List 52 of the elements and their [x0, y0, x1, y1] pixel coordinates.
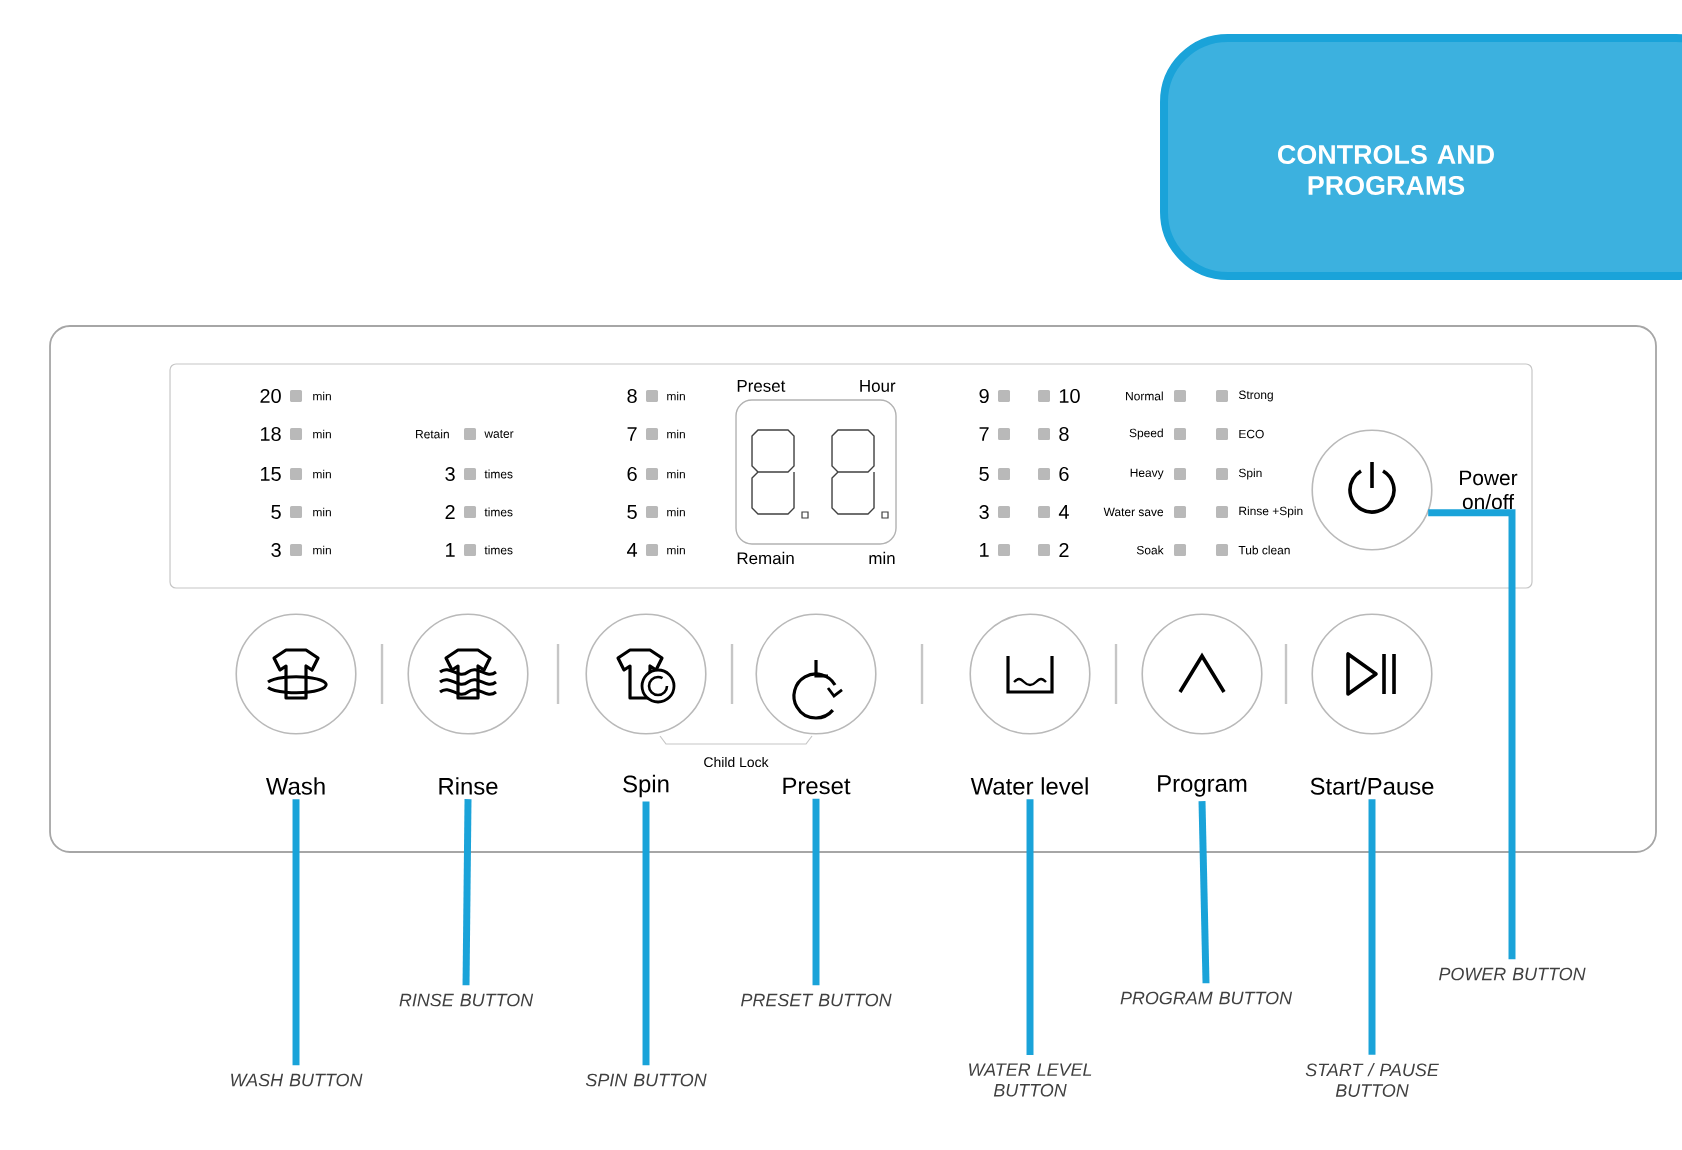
panel-label: 20 — [260, 388, 281, 404]
title-badge: CONTROLS AND PROGRAMS — [1160, 34, 1682, 280]
panel-label: 15 — [261, 467, 281, 481]
panel-label: 1 — [980, 543, 989, 557]
callout-text: SPIN BUTTON — [585, 1073, 707, 1087]
panel-label: 7 — [979, 427, 989, 441]
callout-text: PROGRAM BUTTON — [1120, 991, 1293, 1005]
callout-text: WASH BUTTON — [231, 1073, 363, 1087]
button-label: Start/Pause — [1310, 777, 1434, 795]
leader-line — [1198, 801, 1210, 984]
button-label: Program — [1158, 775, 1247, 797]
callout-text: PRESET BUTTON — [741, 993, 892, 1007]
panel-label: 5 — [271, 505, 281, 519]
button-label: Wash — [266, 777, 325, 795]
panel-label: 9 — [979, 388, 989, 404]
button-label: Water level — [970, 777, 1088, 795]
leader-line — [1368, 799, 1376, 1055]
leader-line — [292, 799, 300, 1066]
panel-label: min — [869, 551, 895, 565]
callout-text: WATER LEVEL BUTTON — [969, 1063, 1092, 1097]
panel-label: 2 — [445, 505, 455, 519]
panel-label: 6 — [1059, 466, 1069, 482]
leader-line — [1026, 799, 1034, 1056]
callout-text: POWER BUTTON — [1439, 967, 1586, 981]
panel-label: 18 — [261, 426, 281, 442]
panel-label: Remain — [737, 551, 794, 565]
leader-line — [642, 801, 650, 1066]
leader-line — [462, 799, 472, 986]
panel-label: Preset — [737, 380, 786, 392]
panel-label: 8 — [627, 388, 637, 404]
leader-line — [1428, 509, 1516, 960]
button-label: Power on/off — [1460, 470, 1518, 510]
panel-label: 3 — [979, 504, 989, 520]
panel-label: 3 — [445, 466, 455, 482]
panel-label: 7 — [627, 427, 637, 441]
callout-text: RINSE BUTTON — [399, 993, 534, 1007]
panel-label: 1 — [446, 543, 455, 557]
panel-label: 5 — [627, 505, 637, 519]
panel-label: 10 — [1059, 388, 1080, 404]
button-label: Preset — [783, 777, 851, 795]
button-label: Spin — [623, 774, 669, 798]
button-label: Rinse — [439, 777, 498, 795]
panel-label: Hour — [860, 380, 896, 392]
callout-text: START / PAUSE BUTTON — [1305, 1063, 1439, 1097]
panel-label: 8 — [1059, 426, 1069, 442]
panel-label: 4 — [1058, 505, 1069, 519]
panel-label: 5 — [979, 467, 989, 481]
panel-label: 3 — [271, 542, 281, 558]
panel-label: 4 — [627, 543, 638, 557]
leader-line — [812, 798, 820, 986]
panel-label: 2 — [1059, 543, 1069, 557]
panel-label: 6 — [627, 466, 637, 482]
